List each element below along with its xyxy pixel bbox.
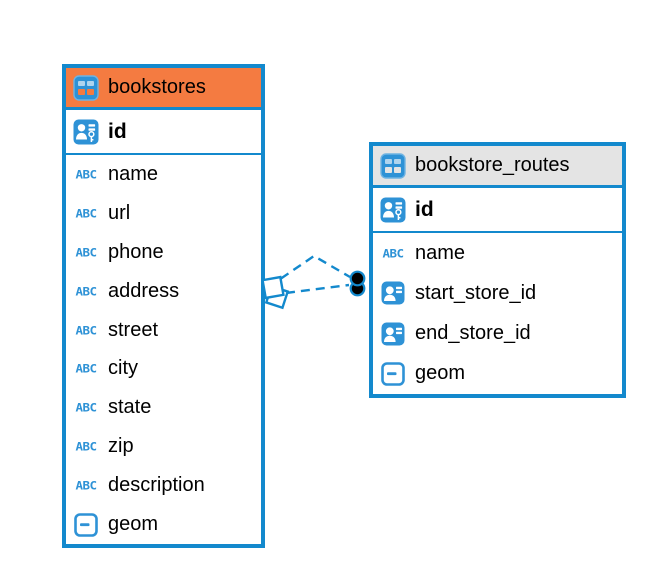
table-title: bookstores <box>108 76 206 98</box>
relationship-line-lower <box>285 283 350 295</box>
column-name: geom <box>108 513 159 536</box>
text-type-icon: ABC <box>75 245 97 260</box>
column-list: ABC name start_store_id <box>373 233 622 394</box>
column-row[interactable]: ABC description <box>66 466 261 506</box>
relationship-line-upper <box>280 254 351 280</box>
column-name: description <box>108 474 205 497</box>
table-header-bookstore-routes[interactable]: bookstore_routes <box>373 146 622 188</box>
table-bookstore-routes[interactable]: bookstore_routes id ABC name <box>369 142 626 398</box>
column-name: zip <box>108 435 134 458</box>
person-key-icon <box>73 119 99 145</box>
column-name: phone <box>108 240 164 263</box>
column-row[interactable]: ABC phone <box>66 232 261 272</box>
text-type-icon: ABC <box>75 167 97 182</box>
table-bookstores[interactable]: bookstores id ABC name <box>62 64 265 548</box>
column-name: street <box>108 318 159 341</box>
column-row-pk[interactable]: id <box>373 188 622 233</box>
column-row[interactable]: ABC state <box>66 388 261 428</box>
column-row[interactable]: ABC url <box>66 193 261 233</box>
column-row[interactable]: geom <box>373 353 622 394</box>
column-name: name <box>108 162 159 185</box>
column-row[interactable]: ABC name <box>66 155 261 194</box>
column-row[interactable]: end_store_id <box>373 313 622 354</box>
table-grid-icon <box>73 74 99 101</box>
column-row[interactable]: ABC street <box>66 310 261 350</box>
column-name: id <box>108 119 127 143</box>
column-name: end_store_id <box>415 322 531 345</box>
table-title: bookstore_routes <box>415 154 570 176</box>
person-card-icon <box>380 322 406 346</box>
text-type-icon: ABC <box>75 206 97 221</box>
column-row[interactable]: ABC zip <box>66 427 261 467</box>
column-name: city <box>108 357 138 380</box>
column-row[interactable]: ABC name <box>373 233 622 274</box>
text-type-icon: ABC <box>382 246 404 260</box>
column-row[interactable]: ABC address <box>66 271 261 311</box>
column-name: url <box>108 201 131 224</box>
one-side-marker[interactable] <box>349 270 366 297</box>
column-name: start_store_id <box>415 281 537 304</box>
text-type-icon: ABC <box>75 440 97 454</box>
column-row[interactable]: start_store_id <box>373 273 622 314</box>
text-type-icon: ABC <box>75 323 97 337</box>
text-type-icon: ABC <box>75 401 97 415</box>
column-name: address <box>108 279 180 302</box>
geometry-type-icon <box>73 512 99 537</box>
many-side-marker[interactable] <box>261 275 290 310</box>
column-list: ABC name ABC url ABC phone ABC address A… <box>66 155 261 545</box>
geometry-type-icon <box>380 362 406 386</box>
column-name: name <box>415 241 466 264</box>
text-type-icon: ABC <box>75 362 97 376</box>
text-type-icon: ABC <box>75 284 97 298</box>
text-type-icon: ABC <box>75 478 97 493</box>
column-name: state <box>108 396 152 419</box>
column-row-pk[interactable]: id <box>66 110 261 155</box>
person-card-icon <box>380 281 406 305</box>
table-grid-icon <box>380 152 406 179</box>
column-name: id <box>415 197 434 221</box>
column-row[interactable]: ABC city <box>66 349 261 389</box>
column-name: geom <box>415 362 466 385</box>
table-header-bookstores[interactable]: bookstores <box>66 68 261 110</box>
person-key-icon <box>380 197 406 223</box>
column-row[interactable]: geom <box>66 505 261 545</box>
